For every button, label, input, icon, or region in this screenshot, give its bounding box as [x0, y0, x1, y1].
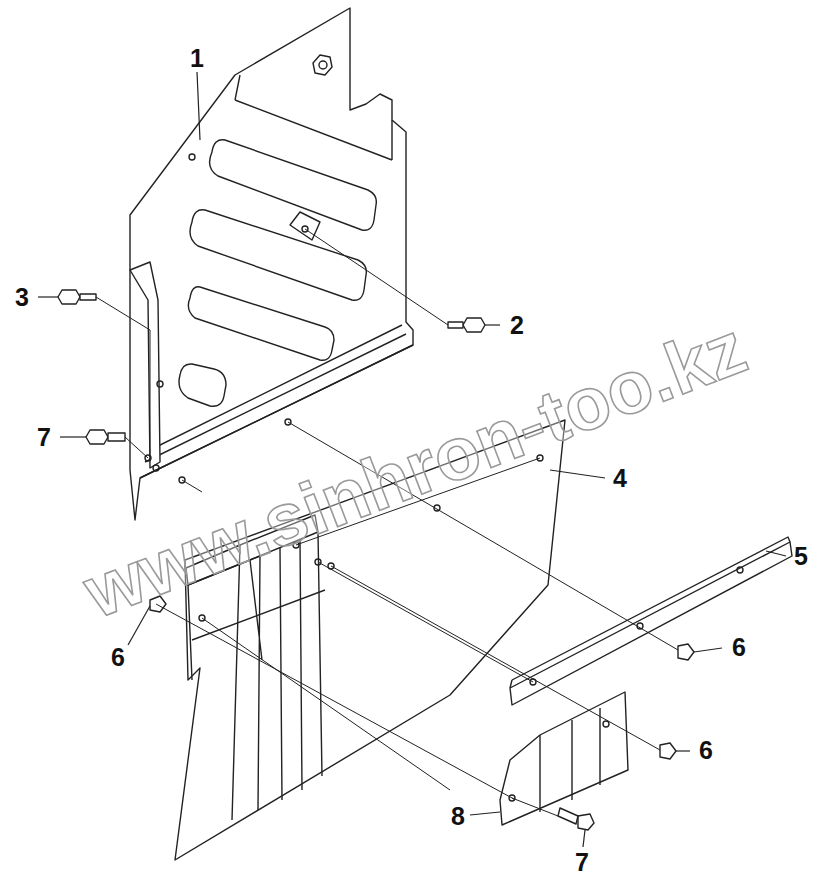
callout-number: 7 [37, 425, 51, 450]
callout-number: 6 [699, 738, 713, 763]
callout-number: 8 [451, 804, 465, 829]
callout-number: 7 [575, 850, 589, 875]
callout-number: 3 [15, 285, 29, 310]
callout-number: 6 [111, 645, 125, 670]
callout-number: 1 [190, 46, 204, 71]
callout-number: 4 [613, 466, 627, 491]
callout-number: 2 [510, 313, 524, 338]
callout-number: 5 [794, 544, 808, 569]
callout-number: 6 [732, 635, 746, 660]
